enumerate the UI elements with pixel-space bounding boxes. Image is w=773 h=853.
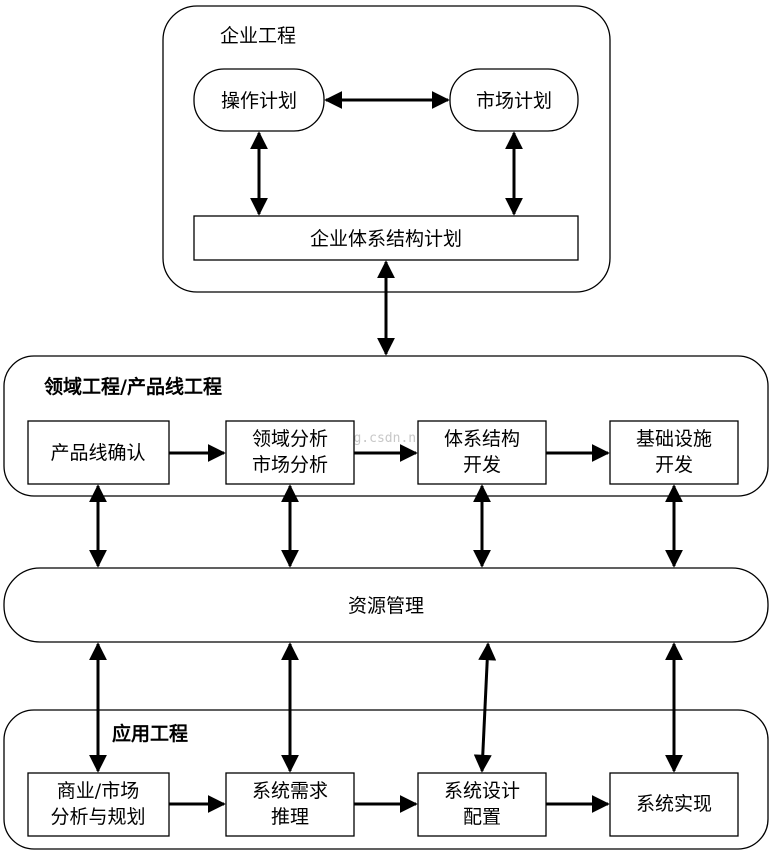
application-step-label-line1: 系统需求 bbox=[252, 780, 328, 802]
domain-engineering-container bbox=[3, 355, 769, 497]
domain-step-2: 领域分析 市场分析 bbox=[225, 420, 355, 485]
application-step-box bbox=[225, 772, 355, 837]
application-step-box bbox=[609, 772, 739, 837]
application-step-1: 商业/市场 分析与规划 bbox=[27, 772, 170, 837]
operations-plan-label: 操作计划 bbox=[221, 90, 297, 112]
enterprise-engineering-title: 企业工程 bbox=[220, 25, 296, 47]
domain-step-4: 基础设施 开发 bbox=[609, 420, 739, 485]
domain-step-3: 体系结构 开发 bbox=[417, 420, 547, 485]
operations-plan-node bbox=[193, 68, 325, 132]
architecture-plan-label: 企业体系结构计划 bbox=[310, 228, 462, 250]
domain-step-label-line1: 体系结构 bbox=[444, 428, 520, 450]
application-step-box bbox=[417, 772, 547, 837]
application-step-label-line2: 推理 bbox=[271, 806, 309, 828]
domain-step-box bbox=[609, 420, 739, 485]
market-plan-label: 市场计划 bbox=[476, 90, 552, 112]
application-step-label: 系统实现 bbox=[636, 793, 712, 815]
domain-step-label-line2: 市场分析 bbox=[252, 454, 328, 476]
application-step-2: 系统需求 推理 bbox=[225, 772, 355, 837]
market-plan-node bbox=[449, 68, 579, 132]
application-step-label-line2: 配置 bbox=[463, 806, 501, 828]
arrow-resource-application-3 bbox=[473, 642, 497, 773]
domain-engineering-title: 领域工程/产品线工程 bbox=[44, 375, 222, 398]
resource-management-label: 资源管理 bbox=[348, 595, 424, 617]
domain-step-label: 产品线确认 bbox=[50, 442, 145, 464]
domain-step-1: 产品线确认 bbox=[27, 420, 170, 485]
domain-step-label-line1: 领域分析 bbox=[252, 428, 328, 450]
domain-step-label-line1: 基础设施 bbox=[636, 428, 712, 450]
application-step-label-line2: 分析与规划 bbox=[50, 806, 145, 828]
resource-management-container bbox=[3, 567, 769, 643]
domain-step-label-line2: 开发 bbox=[655, 454, 693, 476]
application-step-3: 系统设计 配置 bbox=[417, 772, 547, 837]
domain-step-label-line2: 开发 bbox=[463, 454, 501, 476]
domain-step-box bbox=[417, 420, 547, 485]
application-step-4: 系统实现 bbox=[609, 772, 739, 837]
application-step-label-line1: 商业/市场 bbox=[57, 780, 139, 802]
domain-step-box bbox=[27, 420, 170, 485]
domain-step-box bbox=[225, 420, 355, 485]
architecture-plan-node bbox=[193, 215, 579, 261]
application-engineering-container bbox=[3, 709, 769, 850]
application-step-label-line1: 系统设计 bbox=[444, 780, 520, 802]
application-engineering-title: 应用工程 bbox=[112, 722, 188, 745]
